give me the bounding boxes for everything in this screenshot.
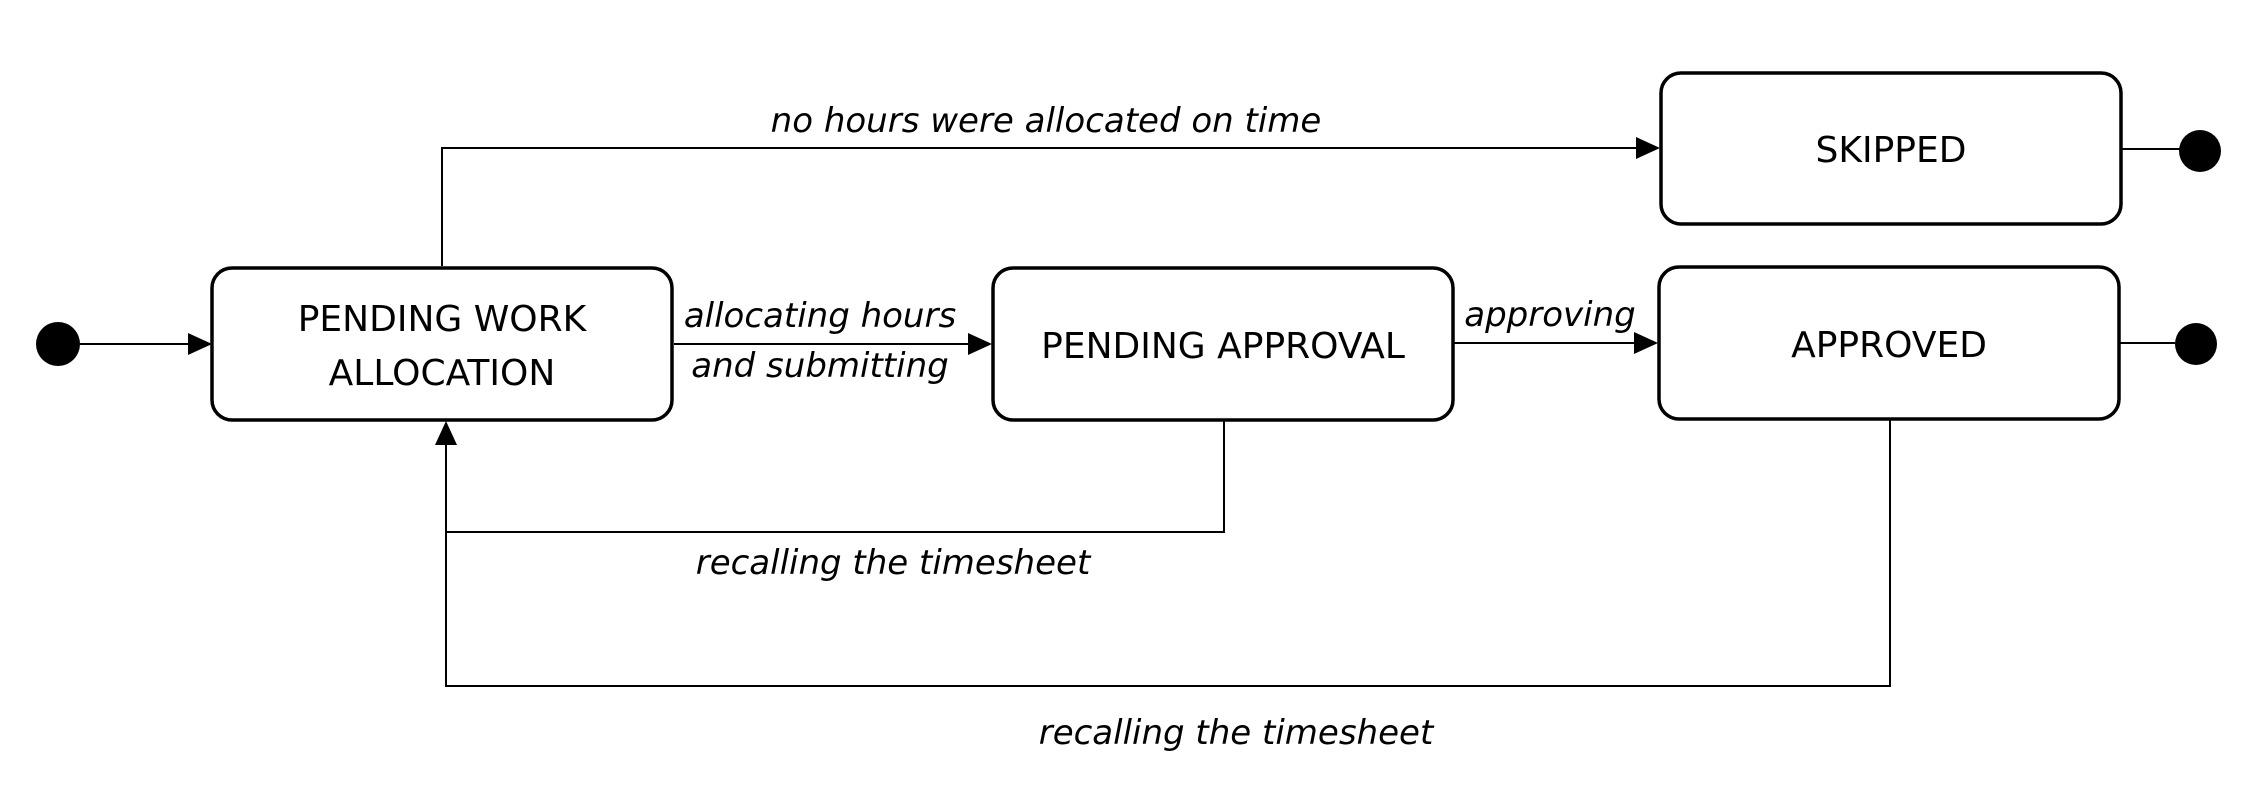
label-allocating-line2: and submitting [691, 346, 948, 386]
state-pending-work-allocation: PENDING WORK ALLOCATION [210, 266, 674, 422]
state-approved: APPROVED [1657, 265, 2121, 421]
state-skipped: SKIPPED [1659, 71, 2123, 226]
label-recall-from-approved: recalling the timesheet [1039, 713, 1435, 753]
edge-recall-from-approval [445, 420, 1225, 533]
state-pending-approval-label: PENDING APPROVAL [1041, 326, 1405, 367]
label-no-hours: no hours were allocated on time [771, 101, 1322, 141]
edge-no-hours-arrowhead [1636, 137, 1660, 159]
final-node-skipped [2179, 130, 2221, 172]
edge-recall-from-approved [445, 420, 1891, 687]
final-node-approved [2175, 323, 2217, 365]
state-approved-label: APPROVED [1791, 325, 1987, 366]
state-pending-approval: PENDING APPROVAL [991, 266, 1455, 422]
initial-edge-arrowhead [188, 333, 212, 355]
edge-recall-arrowhead [435, 421, 457, 445]
label-allocating-line1: allocating hours [684, 296, 956, 336]
state-pending-work-allocation-label-line1: PENDING WORK [298, 299, 588, 340]
label-approving: approving [1464, 295, 1635, 335]
edge-no-hours [441, 147, 1640, 266]
initial-node [36, 322, 80, 366]
state-pending-work-allocation-label-line2: ALLOCATION [329, 353, 556, 394]
label-recall-from-approval: recalling the timesheet [696, 543, 1092, 583]
edge-allocating-arrowhead [968, 333, 992, 355]
edge-approving-arrowhead [1634, 332, 1658, 354]
state-skipped-label: SKIPPED [1816, 130, 1967, 171]
